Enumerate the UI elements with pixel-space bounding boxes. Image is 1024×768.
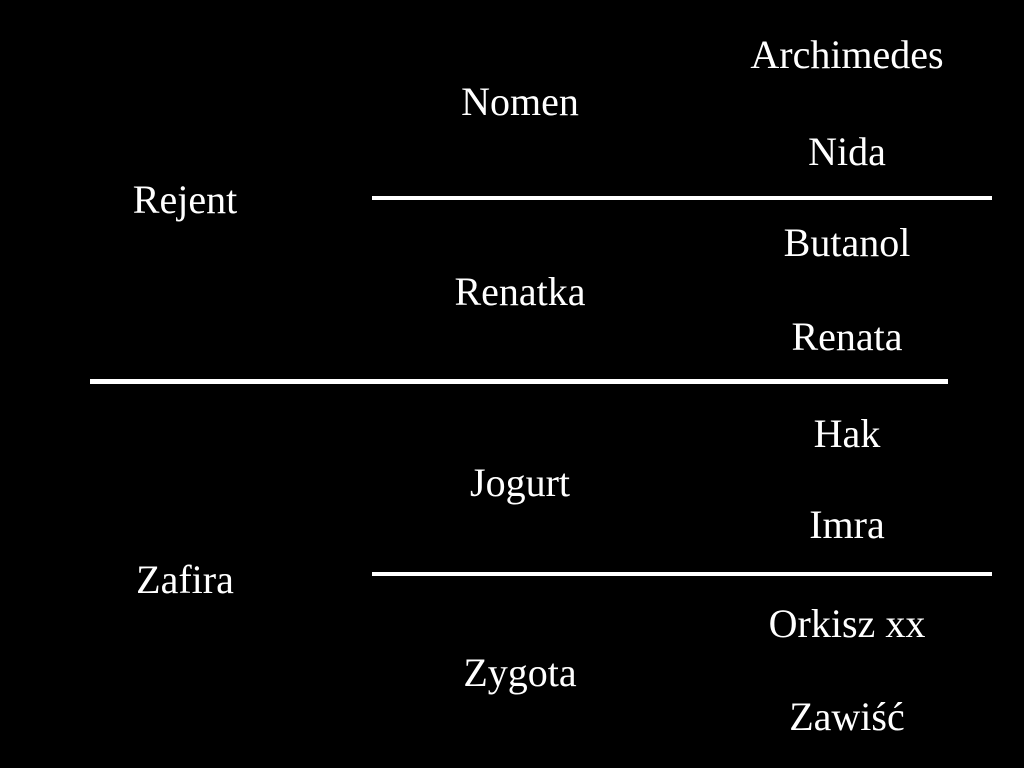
level3-node-imra-label: Imra [809, 502, 885, 547]
level2-node-zygota-label: Zygota [463, 650, 577, 695]
level2-node-zygota: Zygota [370, 633, 670, 713]
level3-node-renata-label: Renata [791, 314, 903, 359]
level2-node-nomen: Nomen [370, 62, 670, 142]
level3-node-hak: Hak [670, 396, 1024, 472]
level1-node-rejent-label: Rejent [132, 177, 238, 222]
level3-node-zawisc-label: Zawiść [789, 694, 905, 739]
level3-node-butanol: Butanol [670, 205, 1024, 281]
level3-node-archimedes: Archimedes [670, 17, 1024, 93]
level1-column: Rejent Zafira [0, 0, 370, 768]
level2-node-renatka-label: Renatka [454, 269, 586, 314]
level3-node-renata: Renata [670, 299, 1024, 375]
level2-node-jogurt-label: Jogurt [470, 460, 570, 505]
level2-node-renatka: Renatka [370, 252, 670, 332]
level3-node-nida: Nida [670, 114, 1024, 190]
divider-rule-zafira-branch [372, 572, 992, 576]
level2-node-nomen-label: Nomen [461, 79, 579, 124]
level2-column: Nomen Renatka Jogurt Zygota [370, 0, 670, 768]
level3-node-hak-label: Hak [813, 411, 881, 456]
divider-rule-rejent-branch [372, 196, 992, 200]
level3-node-orkisz-xx-label: Orkisz xx [768, 601, 926, 646]
level3-node-archimedes-label: Archimedes [750, 32, 944, 77]
level1-node-rejent: Rejent [0, 160, 370, 240]
level1-node-zafira-label: Zafira [136, 557, 234, 602]
level3-node-butanol-label: Butanol [783, 220, 911, 265]
level3-node-orkisz-xx: Orkisz xx [670, 586, 1024, 662]
level3-node-imra: Imra [670, 487, 1024, 563]
level1-node-zafira: Zafira [0, 540, 370, 620]
divider-rule-root [90, 379, 948, 384]
level3-node-zawisc: Zawiść [670, 679, 1024, 755]
level3-node-nida-label: Nida [808, 129, 886, 174]
level2-node-jogurt: Jogurt [370, 443, 670, 523]
level3-column: Archimedes Nida Butanol Renata Hak Imra … [670, 0, 1024, 768]
